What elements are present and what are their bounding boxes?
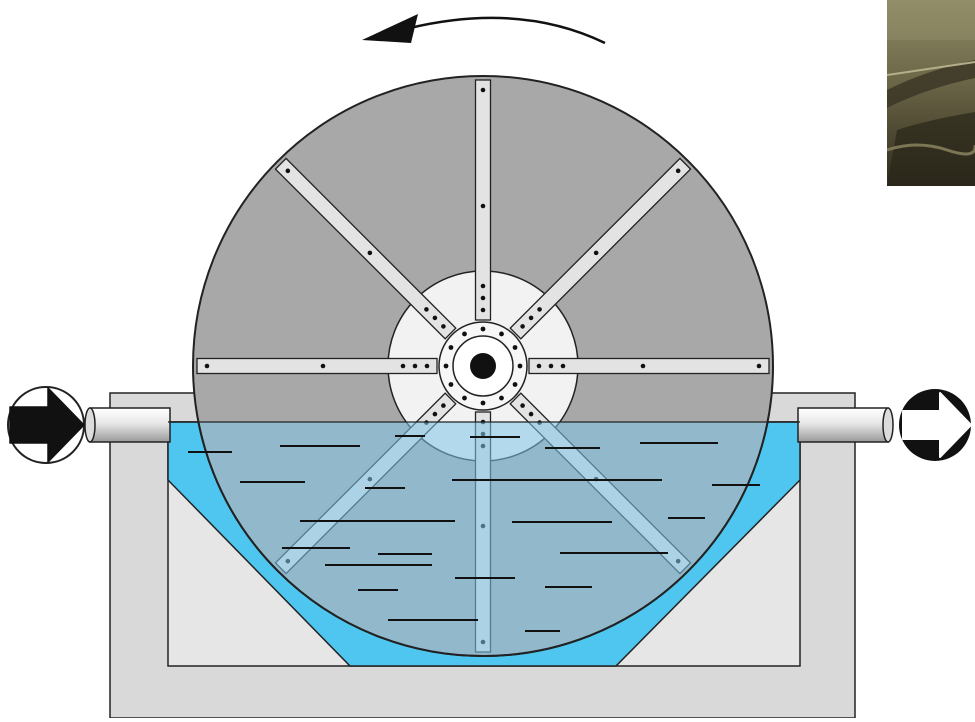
hub-bolts xyxy=(443,326,523,406)
outlet-pipe xyxy=(797,407,894,443)
hub-bolt xyxy=(480,400,486,406)
spoke xyxy=(509,157,692,340)
hub-bolt xyxy=(448,382,454,387)
spoke xyxy=(274,157,457,340)
hub-bolt xyxy=(512,345,518,350)
water-ripples xyxy=(188,435,760,632)
hub-bolt xyxy=(443,363,449,369)
spoke xyxy=(196,357,438,375)
inlet-pipe xyxy=(84,407,171,443)
spoke xyxy=(528,357,770,375)
hub-bolt xyxy=(499,395,504,401)
hub-bolt xyxy=(499,331,504,337)
hub-bolt xyxy=(480,326,486,332)
curved-arrow-left-icon xyxy=(362,14,606,45)
arrow-right-outline-icon xyxy=(899,389,972,461)
submerged-disc-overlay xyxy=(188,422,774,657)
axle xyxy=(470,353,496,379)
photo-inset xyxy=(887,0,975,186)
spoke xyxy=(474,79,492,321)
hub-bolt xyxy=(448,345,454,350)
hub-bolt xyxy=(462,331,467,337)
photo-inset-image xyxy=(887,0,975,186)
hub-bolt xyxy=(512,382,518,387)
hub-bolt xyxy=(517,363,523,369)
arrow-right-filled-icon xyxy=(7,386,85,464)
hub-bolt xyxy=(462,395,467,401)
